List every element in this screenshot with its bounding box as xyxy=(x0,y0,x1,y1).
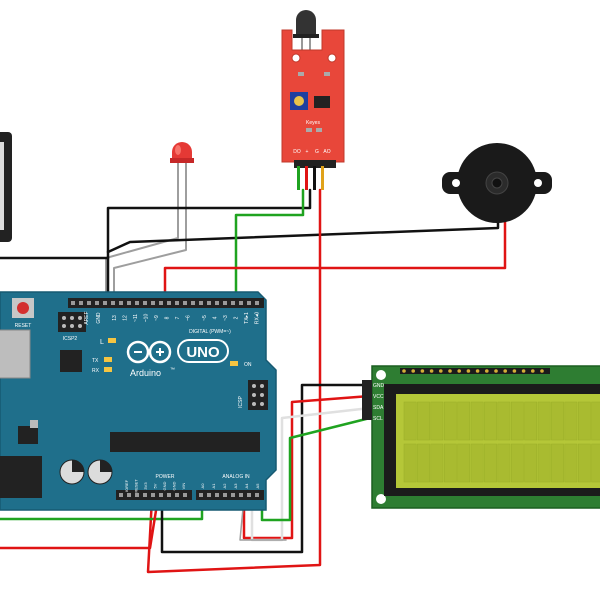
sensor-pin-labels: DO + G AO xyxy=(293,149,330,155)
on-label: ON xyxy=(244,362,252,368)
power-pin-label: GND xyxy=(172,481,177,490)
icsp-header xyxy=(248,380,268,410)
icsp-label: ICSP xyxy=(238,396,244,408)
power-label: POWER xyxy=(156,474,175,480)
sensor-pin-g: G xyxy=(315,149,319,155)
power-pin-label: IOREF xyxy=(124,479,129,492)
wires xyxy=(0,177,507,574)
power-pin-label: 5V xyxy=(153,483,158,488)
analog-pin-label: A3 xyxy=(233,483,238,489)
digital-pin-label: 13 xyxy=(112,315,118,321)
digital-pin-labels: 13 12 ~11 ~10 ~9 8 7 ~6 ~5 4 ~3 2 TX▸1 RX◂0 xyxy=(112,312,261,324)
arduino-logo: UNO Arduino ™ xyxy=(126,339,229,378)
digital-pin-label: ~5 xyxy=(202,315,208,321)
sensor-label: Keyes xyxy=(306,120,320,126)
lcd-pin-gnd: GND xyxy=(373,383,385,389)
analog-pin-labels: A0 A1 A2 A3 A4 A5 xyxy=(200,483,260,489)
l-led xyxy=(108,338,116,343)
black-wire-sensor xyxy=(106,188,312,302)
atmega-chip xyxy=(110,432,260,452)
capacitors xyxy=(59,459,113,485)
bottom-header-pins xyxy=(119,493,259,497)
analog-label: ANALOG IN xyxy=(222,474,250,480)
tx-label: TX xyxy=(92,358,99,364)
sensor-pin-plus: + xyxy=(306,149,309,155)
lcd-wire-gray xyxy=(239,497,287,541)
digital-pin-label: TX▸1 xyxy=(244,312,250,324)
power-pin-labels: IOREF RESET 3V3 5V GND GND VIN xyxy=(124,479,186,493)
black-wire-bottom xyxy=(160,383,372,554)
power-pin-label: RESET xyxy=(134,479,139,493)
analog-pin-label: A0 xyxy=(200,483,205,489)
digital-pin-label: ~10 xyxy=(144,314,150,323)
sensor-pin-do: DO xyxy=(293,149,301,155)
analog-pin-label: A5 xyxy=(255,483,260,489)
lcd-pin-sda: SDA xyxy=(373,405,384,411)
lcd-16x2: GND VCC SDA SCL xyxy=(362,365,600,509)
analog-header xyxy=(196,490,264,500)
led-wire-gray-1 xyxy=(105,177,179,301)
led-wire-gray-2 xyxy=(113,177,187,301)
digital-header-pins xyxy=(71,301,259,305)
gnd-label: GND xyxy=(96,312,102,324)
usb-chip xyxy=(60,350,82,372)
red-led xyxy=(170,142,194,178)
analog-pin-label: A1 xyxy=(211,483,216,489)
power-pin-label: 3V3 xyxy=(143,482,148,490)
digital-label: DIGITAL (PWM=~) xyxy=(189,329,231,335)
digital-header xyxy=(68,298,264,308)
on-led xyxy=(230,361,238,366)
red-wire-bottom xyxy=(0,496,160,550)
reset-button[interactable] xyxy=(12,298,34,318)
lcd-wire-vcc xyxy=(242,394,372,540)
lcd-pin-labels: GND VCC SDA SCL xyxy=(373,383,385,422)
uno-label: UNO xyxy=(186,344,220,361)
red-wire-sensor-vcc xyxy=(146,188,322,574)
analog-pin-label: A4 xyxy=(244,483,249,489)
digital-pin-label: ~9 xyxy=(154,315,160,321)
digital-pin-label: ~3 xyxy=(223,315,229,321)
sensor-pin-ao: AO xyxy=(323,149,330,155)
lcd-top-pins xyxy=(402,369,544,373)
power-pin-label: GND xyxy=(162,481,167,490)
icsp2-header xyxy=(58,312,86,332)
lcd-pin-vcc: VCC xyxy=(373,394,384,400)
black-wire-buzzer xyxy=(106,216,500,254)
digital-pin-label: ~6 xyxy=(186,315,192,321)
red-wire-buzzer xyxy=(163,220,507,302)
lcd-pin-scl: SCL xyxy=(373,416,383,422)
digital-pin-label: RX◂0 xyxy=(255,312,261,324)
digital-pin-label: 7 xyxy=(175,316,181,319)
aref-label: AREF xyxy=(84,311,90,324)
lcd-character-grid xyxy=(403,401,600,483)
lcd-wire-scl xyxy=(260,416,372,522)
green-wire-sensor xyxy=(234,188,305,302)
digital-pin-label: 8 xyxy=(165,316,171,319)
buzzer xyxy=(442,143,552,223)
rx-label: RX xyxy=(92,368,100,374)
power-pin-label: VIN xyxy=(181,483,186,490)
digital-pin-label: 4 xyxy=(213,316,219,319)
icsp2-label: ICSP2 xyxy=(63,336,78,342)
side-module xyxy=(0,132,12,242)
l-led-label: L xyxy=(100,339,104,346)
arduino-trademark: ™ xyxy=(170,367,175,373)
digital-pin-label: 12 xyxy=(123,315,129,321)
digital-pin-label: 2 xyxy=(234,316,240,319)
analog-pin-label: A2 xyxy=(222,483,227,489)
flame-sensor: Keyes DO + G AO xyxy=(281,10,345,190)
reset-label: RESET xyxy=(15,323,32,329)
arduino-brand: Arduino xyxy=(130,368,161,378)
digital-pin-label: ~11 xyxy=(133,314,139,322)
